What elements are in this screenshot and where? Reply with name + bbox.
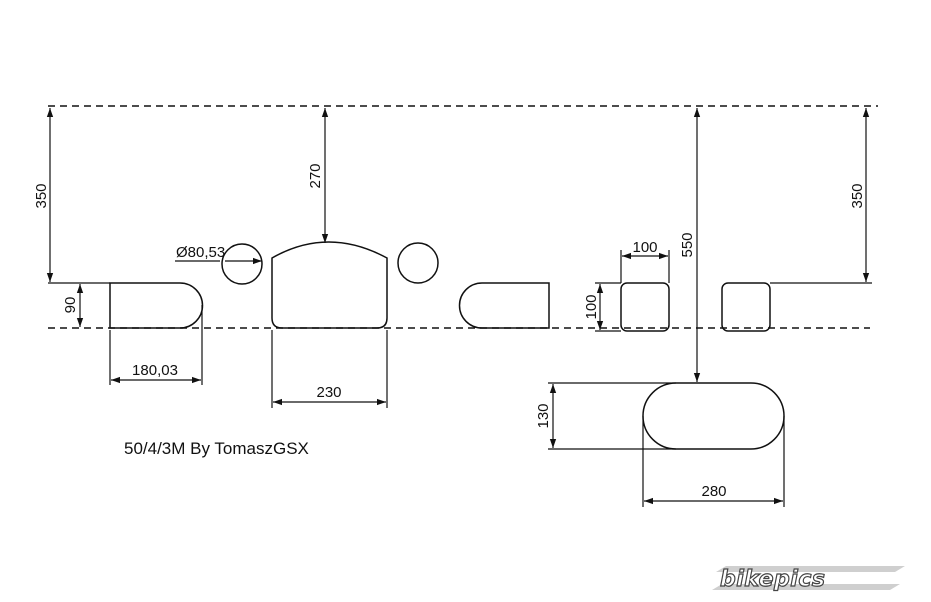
shape-circle-right [397, 242, 439, 284]
shape-square-left [620, 282, 670, 332]
drawing-caption: 50/4/3M By TomaszGSX [124, 439, 309, 458]
shape-arch-block [271, 241, 388, 329]
label-550: 550 [679, 232, 696, 257]
label-90: 90 [62, 297, 79, 314]
shape-circle-left [221, 243, 263, 285]
label-circle-diameter: Ø80,53 [176, 244, 225, 261]
shape-right-rounded-block [458, 282, 550, 329]
bikepics-watermark: bikepics [712, 566, 905, 593]
shape-capsule [642, 382, 785, 450]
shape-square-right [721, 282, 771, 332]
label-100-height: 100 [583, 294, 600, 319]
label-180: 180,03 [132, 362, 178, 379]
label-270: 270 [307, 163, 324, 188]
label-230: 230 [316, 384, 341, 401]
label-350-left: 350 [33, 183, 50, 208]
shape-left-rounded-block [109, 282, 204, 329]
label-280: 280 [701, 483, 726, 500]
label-130: 130 [535, 403, 552, 428]
watermark-text: bikepics [720, 567, 825, 592]
label-100-width: 100 [632, 239, 657, 256]
label-350-right: 350 [849, 183, 866, 208]
